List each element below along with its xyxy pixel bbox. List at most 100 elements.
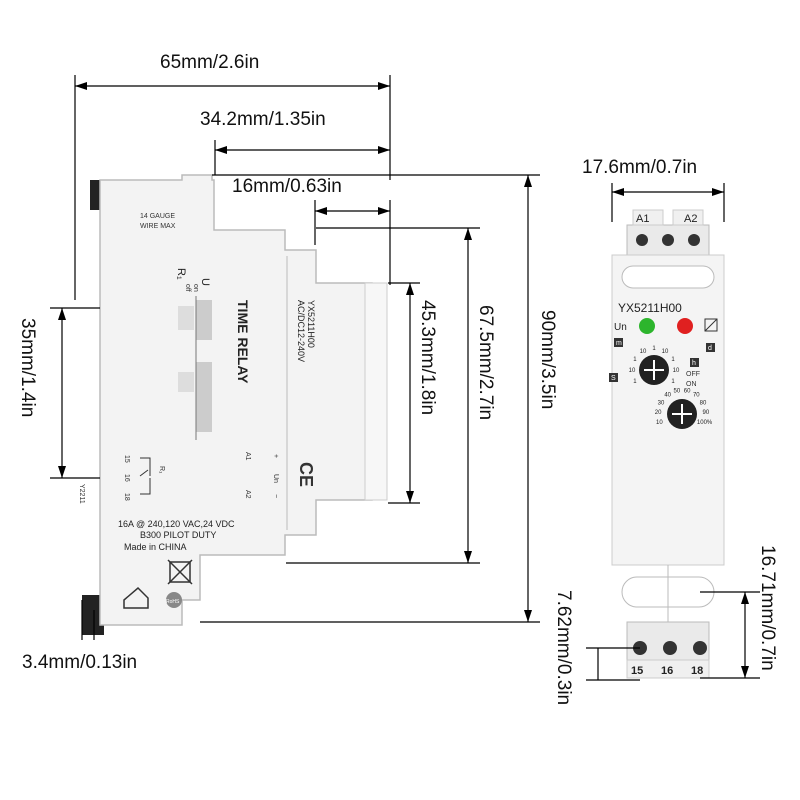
time-fine-tick-5: 60 xyxy=(684,389,691,395)
time-relay-text: TIME RELAY xyxy=(235,300,251,384)
screw-18 xyxy=(693,641,707,655)
pin-16-text: 16 xyxy=(123,474,130,482)
dim-front-width-text: 17.6mm/0.7in xyxy=(582,157,697,178)
plus-text: + xyxy=(272,454,279,458)
time-fine-tick-3: 40 xyxy=(664,393,671,399)
front-un-text: Un xyxy=(614,322,627,333)
on-text-front: ON xyxy=(686,381,697,388)
relay-coil-icon xyxy=(704,318,718,332)
terminal-18-text: 18 xyxy=(691,665,703,677)
diagram-block-4 xyxy=(178,372,194,392)
a1-tab xyxy=(632,209,664,226)
minus-text: − xyxy=(272,494,279,498)
side-body xyxy=(99,174,373,626)
side-front-face xyxy=(364,282,388,501)
u-label: U xyxy=(199,278,211,286)
side-arrows xyxy=(58,82,532,622)
top-label-window xyxy=(621,265,715,289)
ce-mark: CE xyxy=(296,462,316,487)
a2-side-text: A2 xyxy=(244,490,251,499)
time-fine-tick-1: 20 xyxy=(655,410,662,416)
relay-contact-symbol xyxy=(139,457,151,495)
screw-16 xyxy=(663,641,677,655)
recycle-house-icon xyxy=(123,586,149,609)
rating-text: 16A @ 240,120 VAC,24 VDC xyxy=(118,519,235,529)
terminal-a1-text: A1 xyxy=(636,213,649,225)
side-model-text: YX5211H00 xyxy=(306,300,316,348)
dim-65-text: 65mm/2.6in xyxy=(160,52,259,73)
off-text-front: OFF xyxy=(686,371,700,378)
made-in-text: Made in CHINA xyxy=(124,542,187,552)
pilot-duty-text: B300 PILOT DUTY xyxy=(140,530,216,540)
screw-a1 xyxy=(636,234,648,246)
bin-icon xyxy=(167,559,193,585)
time-range-tick-8: 1 xyxy=(671,379,675,385)
dim-45-text: 45.3mm/1.8in xyxy=(417,300,438,415)
timing-diagram: U R₁ on off xyxy=(175,268,212,440)
un-side-text: Un xyxy=(272,474,279,483)
side-dimensions xyxy=(50,75,540,640)
a1-side-text: A1 xyxy=(244,452,251,461)
terminal-16-text: 16 xyxy=(661,665,673,677)
time-fine-tick-8: 90 xyxy=(703,410,710,416)
led-red xyxy=(677,318,693,334)
unit-h-text: h xyxy=(692,360,696,367)
terminal-a2-text: A2 xyxy=(684,213,697,225)
time-range-tick-1: 10 xyxy=(629,368,636,374)
time-fine-tick-2: 30 xyxy=(658,400,665,406)
dim-16-text: 16mm/0.63in xyxy=(232,176,342,197)
unit-s-text: S xyxy=(611,375,616,382)
r1-label: R₁ xyxy=(175,268,187,280)
time-fine-tick-0: 10 xyxy=(656,420,663,426)
unit-m-text: m xyxy=(616,340,622,347)
side-voltage-text: AC/DC12-240V xyxy=(296,300,306,362)
time-range-tick-3: 10 xyxy=(640,349,647,355)
diagram-block-3 xyxy=(196,362,212,432)
side-view: 14 GAUGE WIRE MAX U R₁ on off TIME RELAY… xyxy=(78,174,388,635)
dim-terminal-pitch-text: 7.62mm/0.3in xyxy=(553,590,574,705)
front-arrows xyxy=(612,188,749,678)
time-fine-tick-9: 100% xyxy=(697,420,713,426)
din-clip-bottom xyxy=(82,595,104,635)
wiring-diagram: 15 16 18 R₁ A1 A2 Un + − xyxy=(123,452,279,501)
diagram-block-2 xyxy=(178,306,194,330)
diagram-block-1 xyxy=(196,300,212,340)
time-range-tick-5: 10 xyxy=(662,349,669,355)
time-fine-tick-4: 50 xyxy=(674,389,681,395)
dim-clip-text: 3.4mm/0.13in xyxy=(22,652,137,673)
rohs-text: RoHS xyxy=(166,599,180,605)
time-range-tick-0: 1 xyxy=(633,379,637,385)
screw-a2 xyxy=(688,234,700,246)
dim-35-text: 35mm/1.4in xyxy=(17,318,38,417)
time-fine-tick-7: 80 xyxy=(700,400,707,406)
pin-18-text: 18 xyxy=(123,493,130,501)
time-range-tick-7: 10 xyxy=(673,368,680,374)
screw-mid-top xyxy=(662,234,674,246)
led-green xyxy=(639,318,655,334)
time-range-tick-4: 1 xyxy=(652,346,656,352)
unit-m-box xyxy=(614,338,623,347)
a2-tab xyxy=(672,209,704,226)
unit-s-box xyxy=(609,373,618,382)
bottom-terminal-tabs xyxy=(626,659,710,679)
time-fine-tick-6: 70 xyxy=(693,393,700,399)
on-text: on xyxy=(192,284,199,292)
pin-15-text: 15 xyxy=(123,455,130,463)
rohs-badge xyxy=(166,592,182,608)
relay-coil-slash xyxy=(704,318,718,332)
time-range-tick-6: 1 xyxy=(671,357,675,363)
time-range-tick-2: 1 xyxy=(633,357,637,363)
front-dimensions xyxy=(586,183,760,681)
dim-terminal-height-text: 16.71mm/0.7in xyxy=(757,545,778,671)
code-text: Y2211 xyxy=(78,484,85,504)
terminal-15-text: 15 xyxy=(631,665,643,677)
off-text: off xyxy=(184,284,191,292)
dim-90-text: 90mm/3.5in xyxy=(537,310,558,409)
unit-d-text: d xyxy=(708,345,712,352)
dim-34-text: 34.2mm/1.35in xyxy=(200,109,326,130)
unit-h-box xyxy=(690,358,699,367)
dim-67-text: 67.5mm/2.7in xyxy=(475,305,496,420)
